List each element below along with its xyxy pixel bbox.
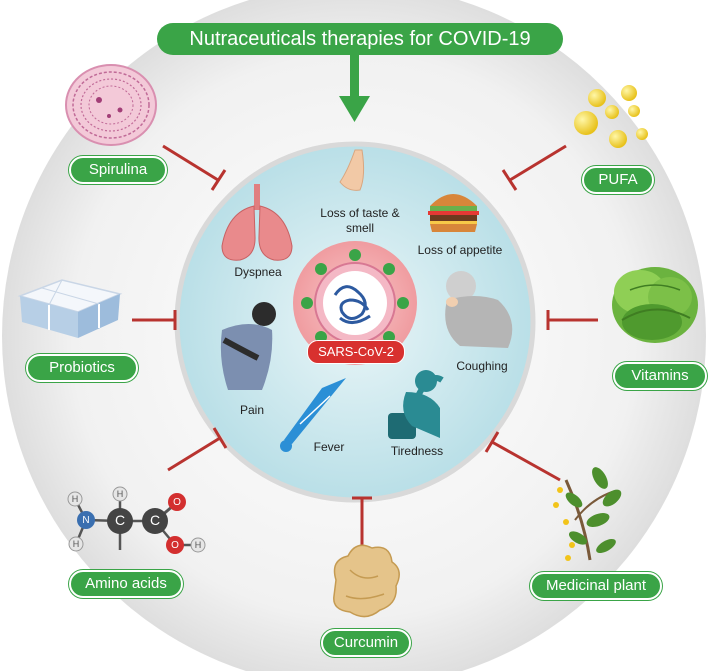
therapy-label-medicinal-plant: Medicinal plant xyxy=(530,572,662,600)
thermometer-icon xyxy=(280,378,346,452)
title-banner: Nutraceuticals therapies for COVID-19 xyxy=(157,23,563,55)
sars-cov-2-virus-icon xyxy=(293,241,417,365)
therapy-label-curcumin: Curcumin xyxy=(321,629,411,657)
therapy-label-spirulina: Spirulina xyxy=(69,156,167,184)
lungs-icon xyxy=(221,184,293,261)
symptom-fever: Fever xyxy=(313,440,345,454)
curcumin-ginger-icon xyxy=(333,544,400,618)
virus-label: SARS-CoV-2 xyxy=(307,340,405,364)
therapy-label-probiotics: Probiotics xyxy=(26,354,138,382)
burger-icon xyxy=(428,194,479,232)
atom-n: N xyxy=(82,515,90,526)
symptom-loss-of-taste-smell: Loss of taste & smell xyxy=(320,206,400,235)
inhibit-probiotics-icon xyxy=(132,310,177,330)
atom-h-2: H xyxy=(116,489,124,499)
symptom-pain: Pain xyxy=(239,403,265,417)
inhibit-vitamins-icon xyxy=(546,310,598,330)
medicinal-plant-icon xyxy=(553,467,622,561)
therapy-label-pufa: PUFA xyxy=(582,166,654,194)
nose-icon xyxy=(339,149,365,191)
symptom-loss-of-appetite: Loss of appetite xyxy=(417,243,503,257)
therapy-label-amino-acids: Amino acids xyxy=(69,570,183,598)
inhibit-curcumin-icon xyxy=(352,496,372,550)
therapy-label-vitamins: Vitamins xyxy=(613,362,707,390)
tired-person-icon xyxy=(388,370,444,439)
spirulina-cell-icon xyxy=(65,64,157,146)
atom-h-3: H xyxy=(72,539,80,549)
atom-o-2: O xyxy=(171,540,179,551)
atom-o-1: O xyxy=(173,497,181,508)
symptom-coughing: Coughing xyxy=(456,359,508,373)
down-arrow-icon xyxy=(339,54,370,122)
inhibition-links xyxy=(132,144,598,550)
atom-c-2: C xyxy=(149,512,161,528)
pain-person-icon xyxy=(220,302,276,390)
inhibit-spirulina-icon xyxy=(162,144,227,191)
inhibit-pufa-icon xyxy=(501,144,567,191)
atom-h-4: H xyxy=(194,540,202,550)
amino-acid-molecule-icon xyxy=(67,486,206,554)
inhibit-medicinal-plant-icon xyxy=(484,431,561,482)
probiotic-yogurt-icon xyxy=(17,279,123,338)
vitamins-lettuce-icon xyxy=(612,267,698,343)
atom-h-1: H xyxy=(71,494,79,504)
symptom-dyspnea: Dyspnea xyxy=(234,265,282,279)
pufa-droplets-icon xyxy=(574,85,648,148)
atom-c-1: C xyxy=(114,512,126,528)
inhibit-amino-acids-icon xyxy=(167,427,228,472)
symptom-tiredness: Tiredness xyxy=(390,444,444,458)
coughing-person-icon xyxy=(445,271,513,348)
